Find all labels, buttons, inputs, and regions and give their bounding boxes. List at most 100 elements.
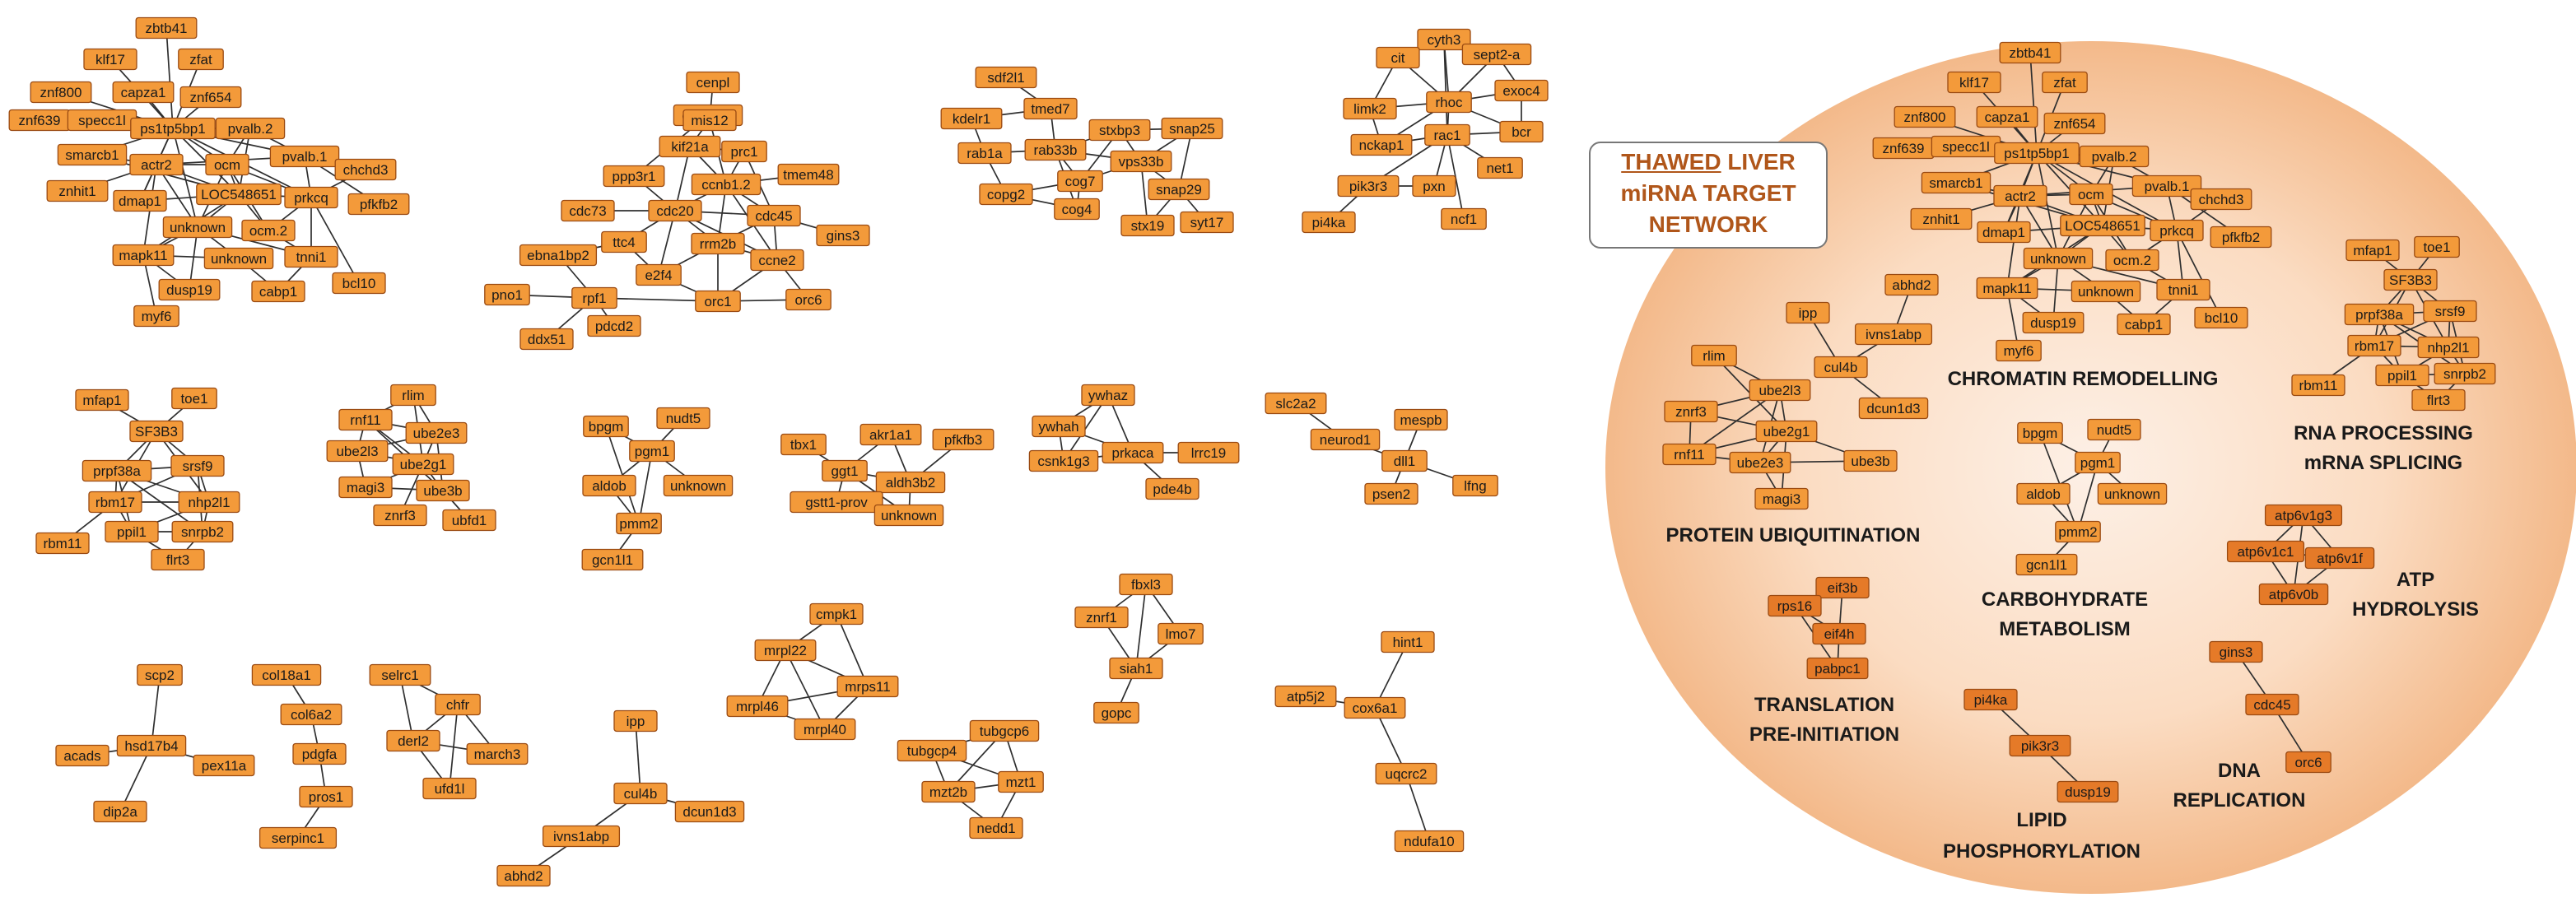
gene-node[interactable]: serpinc1	[259, 826, 338, 849]
gene-node[interactable]: ipp	[1786, 301, 1830, 324]
gene-node[interactable]: ube2g1	[1755, 420, 1818, 443]
gene-node[interactable]: capza1	[1976, 105, 2038, 128]
gene-node[interactable]: snrpb2	[171, 520, 234, 543]
gene-node[interactable]: bpgm	[2017, 421, 2063, 444]
gene-node[interactable]: SF3B3	[2383, 268, 2438, 291]
gene-node[interactable]: gstt1-prov	[790, 491, 883, 514]
gene-node[interactable]: pvalb.1	[2131, 174, 2202, 198]
gene-node[interactable]: kdelr1	[940, 107, 1003, 130]
gene-node[interactable]: tnni1	[284, 245, 338, 268]
gene-node[interactable]: gcn1l1	[2015, 553, 2078, 576]
gene-node[interactable]: bpgm	[583, 415, 629, 438]
gene-node[interactable]: akr1a1	[859, 423, 922, 446]
gene-node[interactable]: cul4b	[1814, 356, 1868, 379]
gene-node[interactable]: dll1	[1381, 449, 1428, 472]
gene-node[interactable]: unknown	[203, 247, 274, 270]
gene-node[interactable]: march3	[466, 742, 529, 765]
gene-node[interactable]: stxbp3	[1088, 119, 1151, 142]
gene-node[interactable]: ufd1l	[422, 777, 477, 800]
gene-node[interactable]: col6a2	[280, 703, 342, 726]
gene-node[interactable]: pxn	[1412, 174, 1456, 198]
gene-node[interactable]: cdc45	[747, 204, 801, 227]
gene-node[interactable]: znhit1	[46, 179, 109, 202]
gene-node[interactable]: specc1l	[1931, 135, 2001, 158]
gene-node[interactable]: abhd2	[1884, 273, 1939, 296]
gene-node[interactable]: sdf2l1	[975, 66, 1037, 89]
gene-node[interactable]: pfkfb2	[2210, 226, 2272, 249]
gene-node[interactable]: chchd3	[2190, 188, 2252, 211]
gene-node[interactable]: psen2	[1364, 482, 1418, 505]
gene-node[interactable]: toe1	[171, 387, 217, 410]
gene-node[interactable]: prpf38a	[82, 459, 152, 482]
gene-node[interactable]: nudt5	[2087, 418, 2141, 441]
gene-node[interactable]: znf639	[8, 109, 71, 132]
gene-node[interactable]: pmm2	[2055, 520, 2101, 543]
gene-node[interactable]: dusp19	[2022, 311, 2085, 334]
gene-node[interactable]: ivns1abp	[1854, 323, 1933, 346]
gene-node[interactable]: mzt1	[998, 770, 1044, 793]
gene-node[interactable]: cenpl	[686, 71, 740, 94]
gene-node[interactable]: ube3b	[1843, 449, 1898, 472]
gene-node[interactable]: specc1l	[67, 109, 137, 132]
gene-node[interactable]: lmo7	[1158, 622, 1204, 645]
gene-node[interactable]: smarcb1	[1921, 171, 1991, 194]
gene-node[interactable]: nckap1	[1350, 133, 1413, 156]
gene-node[interactable]: znrf1	[1074, 606, 1129, 629]
gene-node[interactable]: csnk1g3	[1028, 449, 1099, 472]
gene-node[interactable]: rbm11	[2291, 374, 2345, 397]
gene-node[interactable]: neurod1	[1310, 428, 1381, 451]
gene-node[interactable]: zfat	[178, 48, 224, 71]
gene-node[interactable]: ocm	[2069, 183, 2113, 206]
gene-node[interactable]: rlim	[390, 384, 436, 407]
gene-node[interactable]: cmpk1	[809, 602, 864, 626]
gene-node[interactable]: znrf3	[1664, 400, 1718, 423]
gene-node[interactable]: znf800	[1894, 105, 1956, 128]
gene-node[interactable]: flrt3	[151, 548, 205, 571]
gene-node[interactable]: prkaca	[1102, 441, 1164, 464]
gene-node[interactable]: rnf11	[338, 408, 393, 431]
gene-node[interactable]: gins3	[816, 224, 870, 247]
gene-node[interactable]: hint1	[1381, 630, 1435, 654]
gene-node[interactable]: pabpc1	[1806, 657, 1869, 680]
gene-node[interactable]: ccnb1.2	[691, 173, 762, 196]
gene-node[interactable]: cabp1	[2117, 313, 2171, 336]
gene-node[interactable]: tmem48	[777, 163, 840, 186]
gene-node[interactable]: uqcrc2	[1375, 762, 1437, 785]
gene-node[interactable]: klf17	[1947, 71, 2001, 94]
gene-node[interactable]: smarcb1	[57, 143, 128, 166]
gene-node[interactable]: eif3b	[1815, 576, 1870, 599]
gene-node[interactable]: hsd17b4	[116, 734, 187, 757]
gene-node[interactable]: snap25	[1161, 117, 1223, 140]
gene-node[interactable]: ube2l3	[326, 440, 389, 463]
gene-node[interactable]: ndufa10	[1394, 830, 1465, 853]
gene-node[interactable]: srsf9	[170, 454, 225, 477]
gene-node[interactable]: ivns1abp	[542, 825, 621, 848]
gene-node[interactable]: toe1	[2414, 235, 2460, 258]
gene-node[interactable]: mrpl40	[794, 718, 856, 741]
gene-node[interactable]: orc6	[785, 288, 831, 311]
gene-node[interactable]: ywhah	[1032, 415, 1086, 438]
gene-node[interactable]: rpf1	[571, 286, 617, 309]
gene-node[interactable]: chchd3	[334, 158, 397, 181]
gene-node[interactable]: mrpl22	[754, 639, 817, 662]
gene-node[interactable]: dcun1d3	[1858, 397, 1929, 420]
gene-node[interactable]: prkcq	[2150, 219, 2204, 242]
gene-node[interactable]: ube2g1	[392, 453, 454, 476]
gene-node[interactable]: rlim	[1691, 344, 1737, 367]
gene-node[interactable]: mrpl46	[726, 695, 789, 718]
gene-node[interactable]: ggt1	[822, 459, 868, 482]
gene-node[interactable]: unknown	[162, 216, 233, 239]
gene-node[interactable]: copg2	[979, 183, 1033, 206]
gene-node[interactable]: actr2	[1993, 184, 2047, 207]
gene-node[interactable]: net1	[1477, 156, 1523, 179]
gene-node[interactable]: pdcd2	[587, 314, 641, 337]
gene-node[interactable]: znf654	[2043, 112, 2106, 135]
gene-node[interactable]: cit	[1376, 46, 1420, 69]
gene-node[interactable]: mfap1	[2345, 239, 2400, 262]
gene-node[interactable]: col18a1	[251, 663, 322, 686]
gene-node[interactable]: pik3r3	[2009, 734, 2071, 757]
gene-node[interactable]: tnni1	[2156, 278, 2210, 301]
gene-node[interactable]: exoc4	[1494, 79, 1549, 102]
gene-node[interactable]: dmap1	[113, 189, 167, 212]
gene-node[interactable]: pvalb.2	[2079, 145, 2150, 168]
